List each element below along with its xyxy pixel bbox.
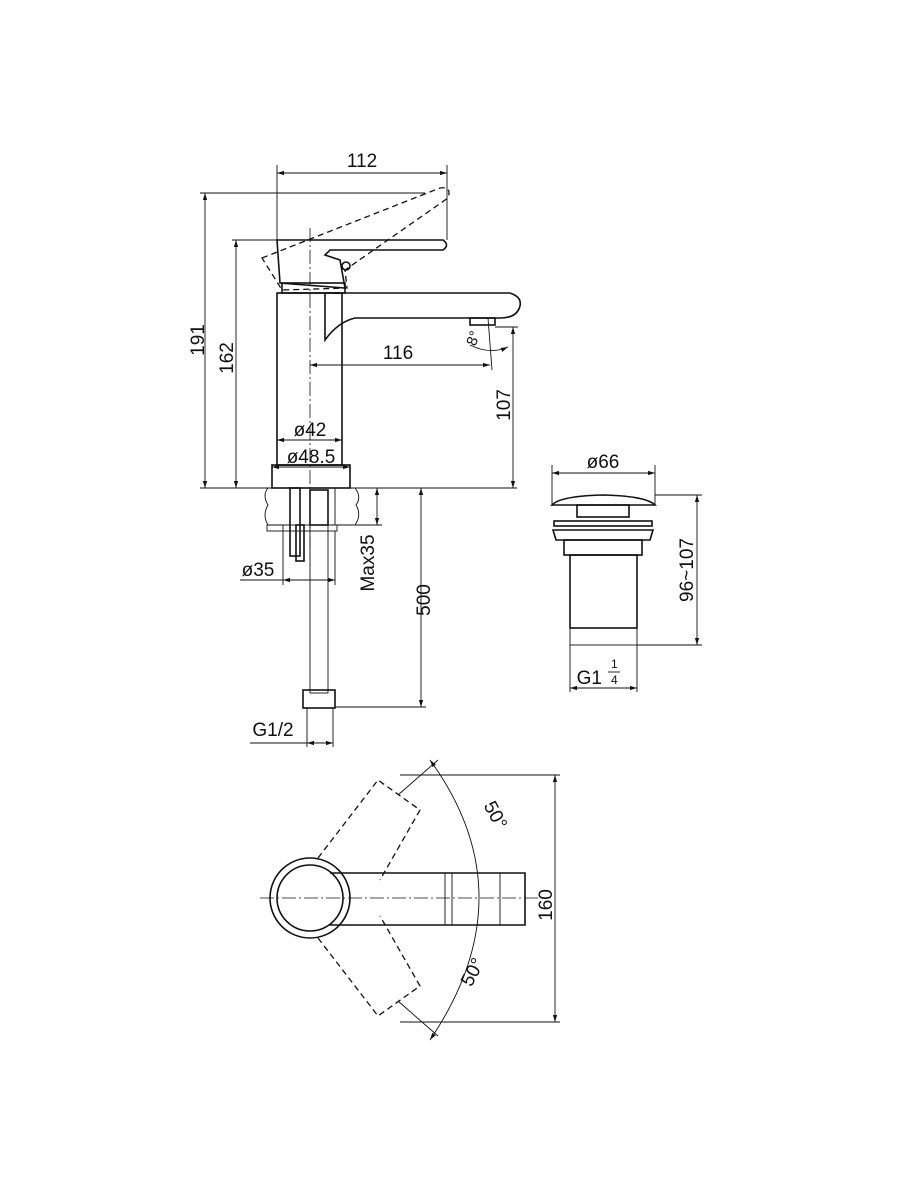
hose-connector [309, 489, 329, 526]
lever-left-dashed [317, 779, 421, 881]
hose-nut [302, 689, 336, 709]
dim-spout-angle: 8° [463, 329, 484, 348]
dim-spout-reach: 116 [383, 343, 413, 364]
dim-top-depth: 160 [536, 889, 557, 921]
angle-arc [429, 759, 480, 1041]
lever-right-dashed [317, 915, 421, 1017]
base-flange [271, 464, 351, 489]
drain-flange [551, 529, 655, 541]
dim-cap-diameter: ø66 [587, 452, 620, 473]
dim-total-height: 191 [188, 324, 209, 356]
countertop-right [334, 487, 360, 526]
dim-drain-thread-den: 4 [611, 673, 618, 687]
faucet-side-view: 112 191 162 116 8° 107 ø42 ø48.5 [188, 151, 522, 560]
dim-hole-diameter: ø35 [242, 560, 275, 581]
drain-body [569, 554, 638, 629]
dim-angle-down: 50° [457, 955, 489, 990]
dim-spout-height: 107 [494, 389, 515, 421]
dim-lever-width: 112 [347, 151, 377, 172]
drain-cap [550, 494, 657, 506]
drain-nut [563, 539, 643, 556]
dim-drain-height: 96~107 [677, 538, 698, 602]
dim-hose-length: 500 [414, 584, 435, 616]
lever-raised-dashed [261, 187, 450, 291]
mounting-rod [289, 487, 301, 557]
dim-drain-thread: G1 [577, 668, 602, 689]
countertop-left [264, 487, 291, 526]
installation-view: ø35 Max35 500 G1/2 [240, 487, 435, 747]
dim-body-diameter: ø42 [294, 420, 327, 441]
dim-lever-height: 162 [217, 342, 238, 374]
dim-drain-thread-num: 1 [611, 657, 618, 671]
dim-max-counter: Max35 [358, 534, 379, 591]
mounting-washer [266, 524, 338, 532]
lever-handle [276, 239, 448, 289]
dim-angle-up: 50° [479, 798, 511, 833]
lever-screw [341, 261, 351, 271]
drain-view: ø66 96~107 G1 1 4 [550, 452, 702, 692]
dim-base-diameter: ø48.5 [287, 447, 336, 468]
drain-flange-top [553, 520, 653, 527]
aerator [469, 317, 496, 326]
faucet-spout [324, 292, 522, 343]
drain-thread [569, 627, 638, 646]
mounting-nut [295, 524, 305, 562]
top-spout [330, 872, 526, 926]
angle-arc-8 [469, 344, 509, 352]
faucet-top-view: 50° 50° 160 [260, 759, 560, 1041]
dim-hose-thread: G1/2 [252, 720, 293, 741]
drain-stem [576, 504, 630, 518]
flexible-hose [309, 524, 329, 694]
